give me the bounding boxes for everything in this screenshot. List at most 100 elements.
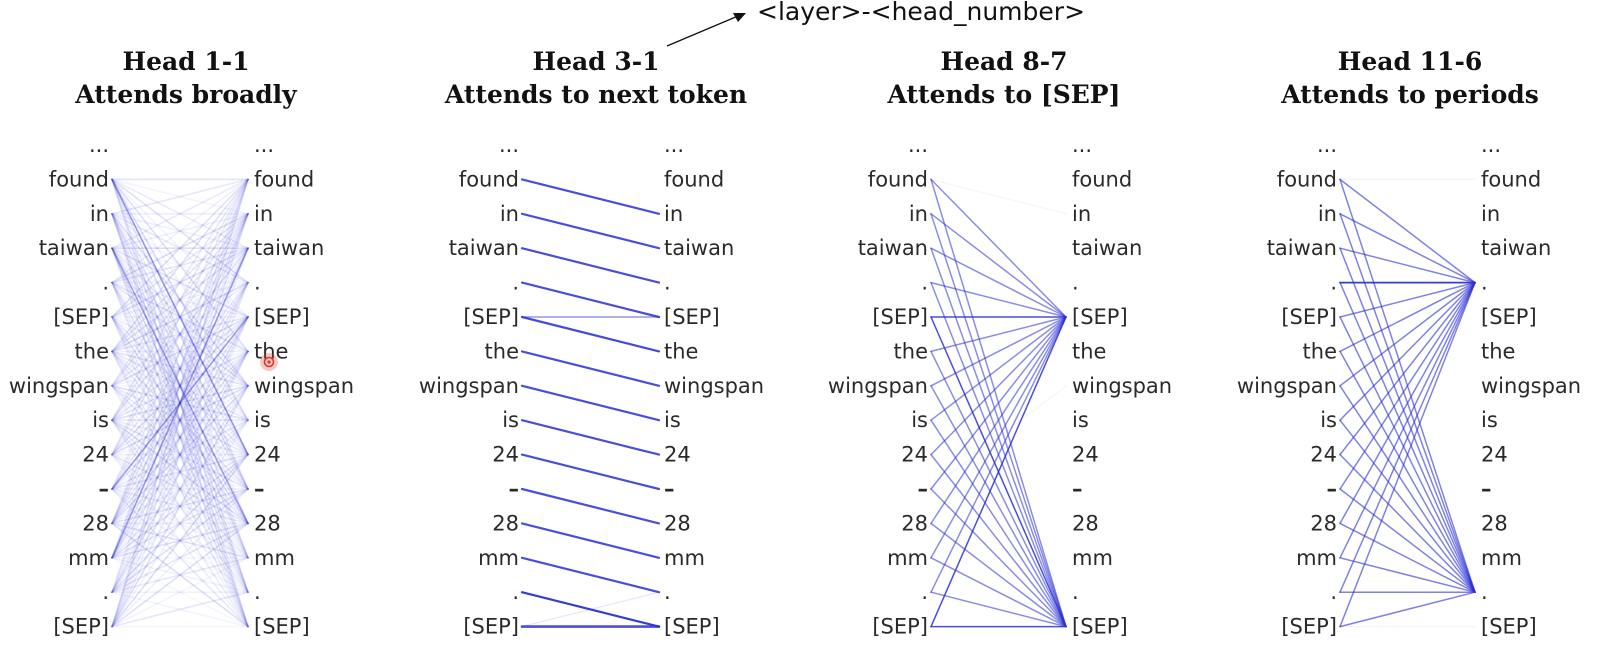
token-right: the bbox=[254, 339, 288, 363]
attention-line bbox=[111, 419, 249, 628]
attention-line bbox=[1339, 281, 1476, 559]
token-left: the bbox=[485, 339, 519, 363]
token-right: . bbox=[254, 580, 261, 604]
head-panel-4: Head 11-6 Attends to periods ...foundint… bbox=[1237, 47, 1581, 639]
attention-line bbox=[111, 178, 249, 353]
token-left: in bbox=[500, 202, 519, 226]
attention-line bbox=[111, 350, 249, 628]
attention-line bbox=[520, 419, 661, 456]
token-left: is bbox=[1320, 408, 1337, 432]
token-left: 28 bbox=[492, 511, 519, 535]
token-left: is bbox=[92, 408, 109, 432]
attention-line bbox=[111, 178, 249, 490]
token-right: wingspan bbox=[1072, 374, 1172, 398]
attention-line bbox=[111, 178, 249, 422]
attention-line bbox=[111, 419, 249, 559]
attention-line bbox=[111, 522, 249, 628]
token-left: [SEP] bbox=[463, 615, 519, 639]
token-left: wingspan bbox=[1237, 374, 1337, 398]
token-right: is bbox=[1481, 408, 1498, 432]
token-left: taiwan bbox=[858, 236, 928, 260]
attention-line bbox=[111, 453, 249, 628]
token-left: the bbox=[894, 339, 928, 363]
layer-head-annotation: <layer>-<head_number> bbox=[666, 0, 1085, 47]
token-left: wingspan bbox=[419, 374, 519, 398]
token-right: [SEP] bbox=[254, 615, 310, 639]
attention-line bbox=[111, 522, 249, 594]
attention-line bbox=[111, 316, 249, 525]
token-left: – bbox=[509, 477, 520, 501]
attention-line bbox=[930, 591, 1067, 628]
token-right: . bbox=[1072, 271, 1079, 295]
attention-line bbox=[1339, 557, 1476, 593]
attention-line bbox=[111, 178, 249, 628]
attention-line bbox=[111, 316, 249, 559]
attention-line bbox=[1339, 453, 1476, 593]
token-left: taiwan bbox=[1267, 236, 1337, 260]
attention-line bbox=[930, 385, 1067, 628]
attention-line bbox=[1339, 281, 1476, 318]
token-left: found bbox=[459, 167, 519, 191]
token-right: 28 bbox=[1072, 511, 1099, 535]
attention-line bbox=[111, 213, 249, 628]
attention-line bbox=[111, 213, 249, 387]
attention-line bbox=[111, 316, 249, 628]
attention-line bbox=[111, 316, 249, 594]
token-left: ... bbox=[499, 133, 519, 157]
attention-line bbox=[111, 384, 249, 525]
token-left: 28 bbox=[82, 511, 109, 535]
attention-line bbox=[111, 591, 249, 628]
head-title: Head 8-7 bbox=[940, 47, 1067, 76]
attention-line bbox=[111, 178, 249, 387]
attention-line bbox=[111, 247, 249, 456]
attention-line bbox=[111, 419, 249, 456]
attention-line bbox=[111, 419, 249, 594]
token-right: 28 bbox=[1481, 511, 1508, 535]
attention-line bbox=[111, 247, 249, 559]
attention-line bbox=[111, 384, 249, 628]
attention-line bbox=[111, 281, 249, 318]
token-left: wingspan bbox=[9, 374, 109, 398]
token-right: found bbox=[1072, 167, 1132, 191]
head-title: Head 11-6 bbox=[1338, 47, 1482, 76]
attention-line bbox=[111, 213, 249, 559]
attention-line bbox=[111, 178, 249, 318]
attention-line bbox=[111, 281, 249, 387]
attention-line bbox=[111, 350, 249, 456]
attention-line bbox=[111, 522, 249, 559]
attention-line bbox=[111, 591, 249, 628]
attention-line bbox=[520, 522, 661, 559]
attention-line bbox=[111, 281, 249, 353]
attention-line bbox=[111, 350, 249, 387]
attention-line bbox=[111, 384, 249, 525]
attention-line bbox=[111, 247, 249, 456]
attention-line bbox=[111, 488, 249, 628]
attention-line bbox=[930, 178, 1067, 318]
token-left: mm bbox=[478, 546, 519, 570]
attention-line bbox=[111, 350, 249, 387]
attention-line bbox=[930, 247, 1067, 318]
attention-line bbox=[111, 350, 249, 594]
token-right: the bbox=[664, 339, 698, 363]
token-left: mm bbox=[887, 546, 928, 570]
token-right: found bbox=[254, 167, 314, 191]
attention-line bbox=[520, 350, 661, 387]
token-right: . bbox=[1072, 580, 1079, 604]
attention-line bbox=[111, 350, 249, 456]
attention-line bbox=[1339, 281, 1476, 353]
token-left: . bbox=[512, 580, 519, 604]
attention-line bbox=[520, 556, 661, 594]
attention-line bbox=[111, 247, 249, 525]
token-right: taiwan bbox=[1481, 236, 1551, 260]
token-right: 24 bbox=[1481, 443, 1508, 467]
attention-line bbox=[111, 350, 249, 559]
attention-line bbox=[1339, 522, 1476, 593]
token-right: – bbox=[1481, 477, 1492, 501]
attention-line bbox=[111, 281, 249, 490]
token-right: in bbox=[1072, 202, 1091, 226]
attention-line bbox=[111, 384, 249, 456]
token-right: [SEP] bbox=[664, 305, 720, 329]
attention-line bbox=[111, 178, 249, 594]
attention-line bbox=[1339, 591, 1476, 628]
attention-line bbox=[111, 316, 249, 387]
